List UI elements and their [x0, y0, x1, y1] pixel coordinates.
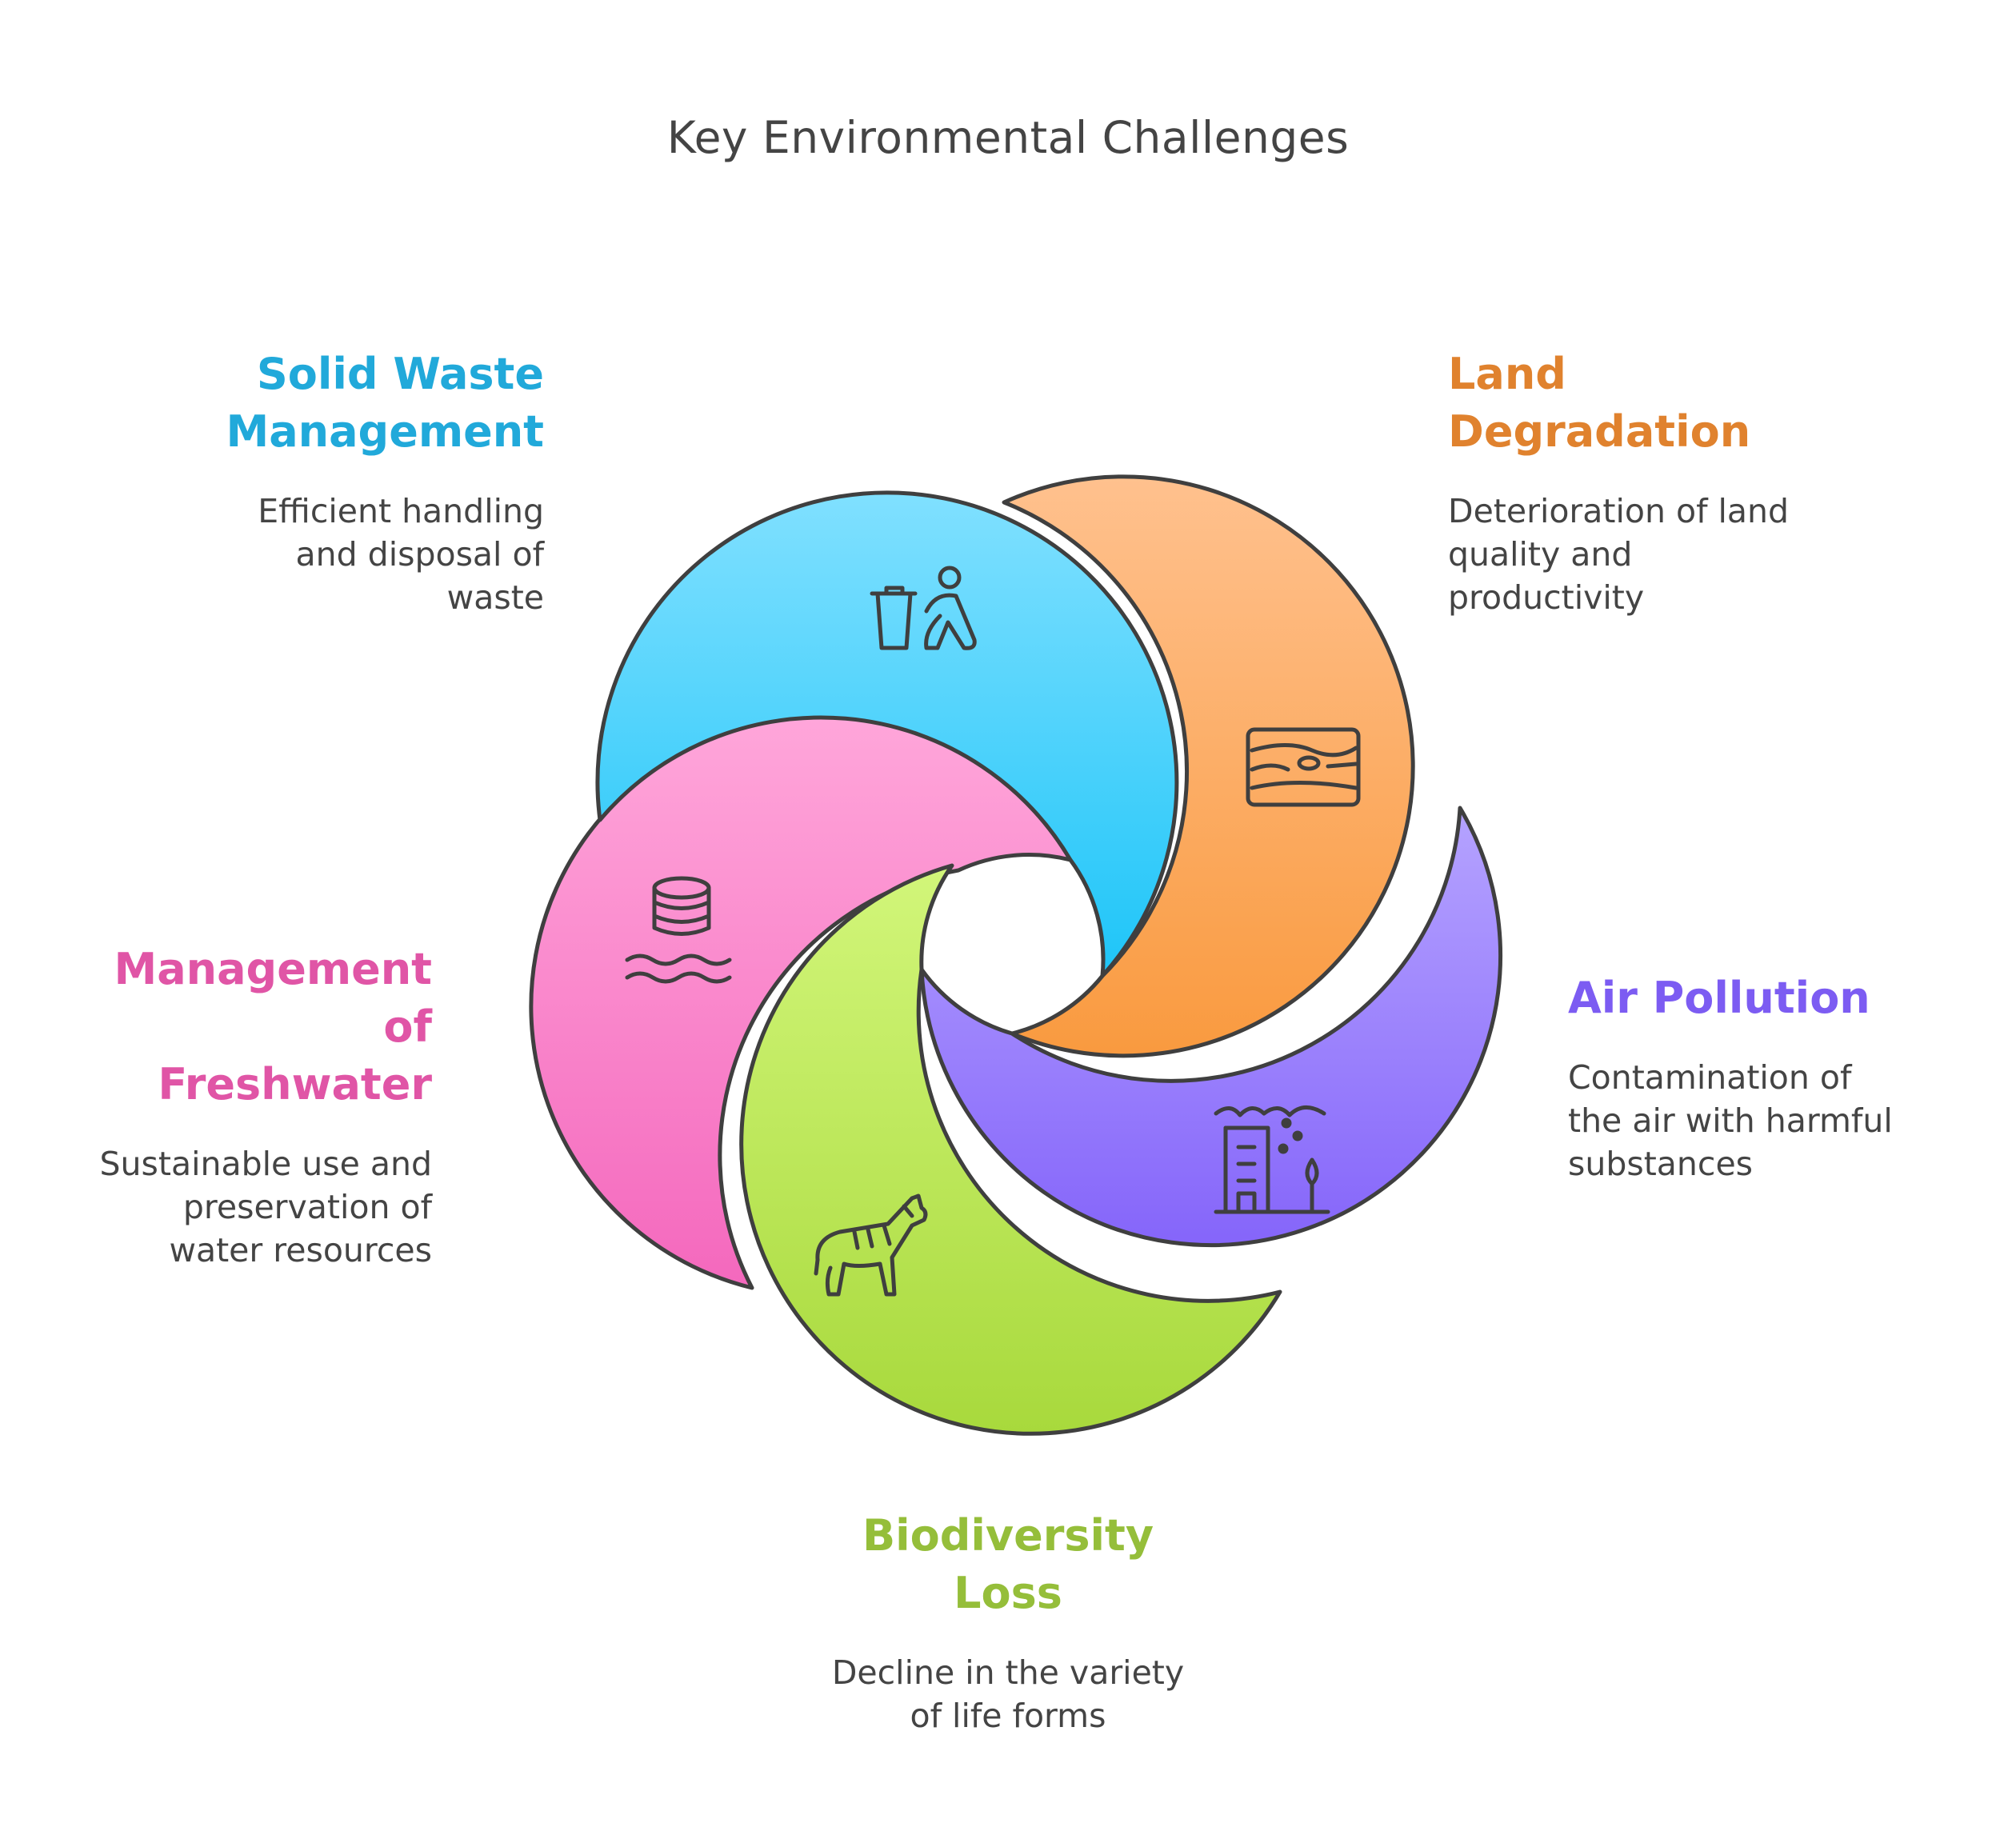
item-heading: Management of Freshwater: [114, 944, 433, 1109]
item-heading: Solid Waste Management: [226, 349, 545, 457]
segment-land[interactable]: [1002, 474, 1415, 1058]
trash-bin-icon: [870, 566, 977, 650]
item-freshwater: Management of Freshwater Sustainable use…: [96, 941, 433, 1272]
land-strata-icon: [1246, 727, 1361, 807]
item-air-pollution: Air Pollution Contamination of the air w…: [1568, 969, 1936, 1185]
page-title: Key Environmental Challenges: [666, 112, 1350, 163]
item-description: Efficient handling and disposal of waste: [258, 492, 544, 617]
item-description: Contamination of the air with harmful su…: [1568, 1058, 1893, 1183]
item-description: Sustainable use and preservation of wate…: [99, 1145, 433, 1269]
item-heading: Air Pollution: [1568, 973, 1870, 1023]
segment-air[interactable]: [919, 806, 1503, 1248]
segment-biodiversity[interactable]: [739, 863, 1282, 1436]
factory-smog-icon: [1214, 1105, 1330, 1214]
water-reservoir-icon: [625, 876, 732, 984]
item-description: Decline in the variety of life forms: [831, 1653, 1185, 1735]
item-land-degradation: Land Degradation Deterioration of land q…: [1448, 346, 1848, 619]
item-description: Deterioration of land quality and produc…: [1448, 492, 1790, 617]
segment-solid-waste[interactable]: [595, 490, 1179, 978]
item-biodiversity-loss: Biodiversity Loss Decline in the variety…: [800, 1507, 1216, 1737]
hyena-icon: [814, 1193, 928, 1297]
item-heading: Biodiversity Loss: [862, 1510, 1154, 1618]
item-heading: Land Degradation: [1448, 349, 1751, 457]
item-solid-waste: Solid Waste Management Efficient handlin…: [144, 346, 545, 619]
